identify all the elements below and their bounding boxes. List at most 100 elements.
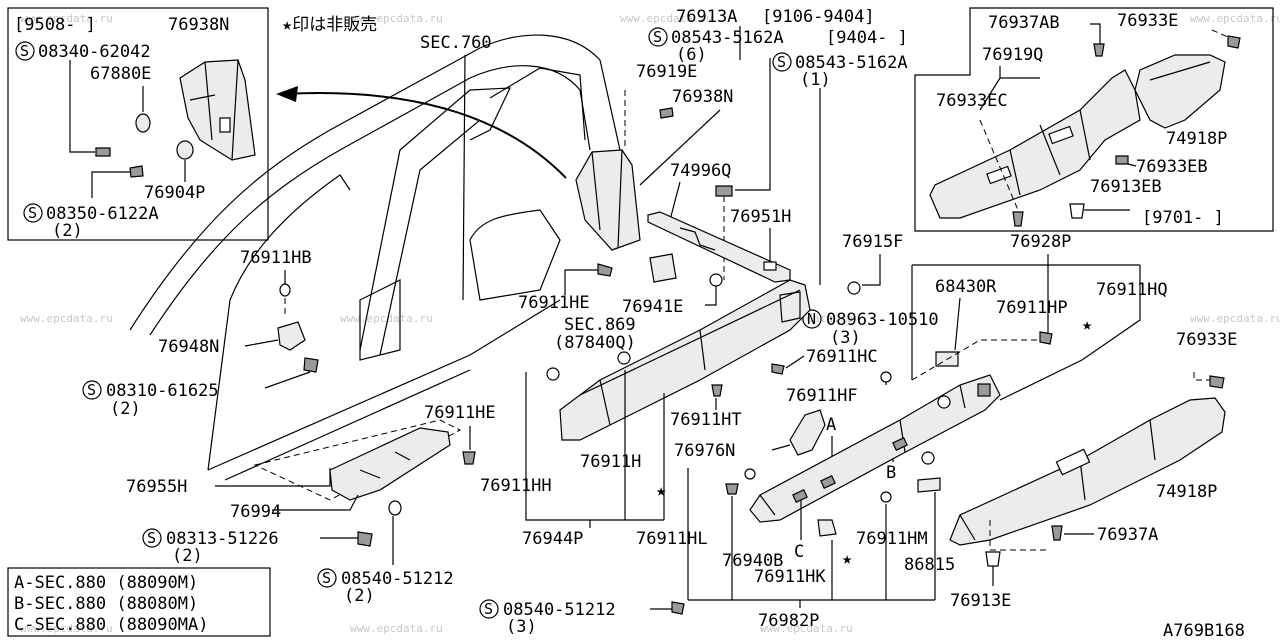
qty-08350: (2) (52, 221, 83, 241)
detail-arrow (283, 92, 567, 179)
clip-drawing (617, 351, 631, 365)
label-74918P-inset: 74918P (1166, 129, 1227, 149)
leader-76911HQ (999, 310, 1141, 401)
watermark: www.epcdata.ru (1190, 12, 1280, 25)
leader-76941E (705, 286, 717, 306)
bracket-76941E-drawing (649, 253, 677, 283)
clip-76911HF-drawing (880, 371, 892, 383)
watermark: www.epcdata.ru (760, 622, 853, 635)
label-76911HP: 76911HP (996, 298, 1068, 318)
label-76951H: 76951H (730, 207, 791, 227)
leader-76933E (1193, 372, 1210, 381)
leader-68430R (954, 297, 961, 351)
pillar-b-line (359, 87, 511, 351)
label-08350-6122A: 08350-6122A (46, 204, 159, 224)
bracket-detail-lines (189, 59, 239, 161)
screw-drawing-icon (129, 165, 144, 178)
label-76911HH: 76911HH (480, 476, 552, 496)
panel-vent (1055, 448, 1091, 476)
label-76928P: 76928P (1010, 232, 1071, 252)
sill-lower-line (224, 369, 471, 481)
pillar-trim-drawing (575, 149, 641, 251)
qty-08313: (2) (172, 546, 203, 566)
leader-76938N (639, 109, 721, 186)
watermark: www.epcdata.ru (350, 12, 443, 25)
label-76915F: 76915F (842, 232, 903, 252)
sill-vent (892, 437, 908, 451)
pillar-trim-detail (591, 149, 623, 249)
leader-76948N (244, 339, 279, 347)
leader-76933EB (1127, 163, 1137, 167)
label-sec869-ref: (87840Q) (554, 333, 636, 353)
label-76940B: 76940B (722, 551, 783, 571)
label-74996Q: 74996Q (670, 161, 731, 181)
quarter-window (489, 67, 586, 141)
screw-symbol-icon (142, 528, 162, 548)
kick-plate-detail (579, 289, 801, 426)
label-76911HF: 76911HF (786, 386, 858, 406)
inset-left-date: [9508- ] (14, 15, 96, 35)
screw-drawing-icon (771, 363, 785, 375)
clip-drawing (880, 491, 892, 503)
leader-08543-top (735, 58, 771, 191)
cover-detail (1149, 61, 1211, 81)
screw-symbol-letter: S (28, 204, 37, 222)
label-76937A: 76937A (1097, 525, 1158, 545)
leader-76933EC (979, 119, 1019, 211)
screw-drawing-icon (1039, 331, 1053, 345)
label-74918P: 74918P (1156, 482, 1217, 502)
screw-drawing-icon (1209, 375, 1225, 389)
label-76913EB: 76913EB (1090, 177, 1162, 197)
star-mark-icon: ★ (842, 549, 852, 569)
section-legend-b: B-SEC.880 (88080M) (14, 594, 198, 614)
clip-76911HB-drawing (279, 283, 291, 297)
leader-08350 (91, 171, 130, 198)
leader-76937AB (1090, 23, 1101, 44)
watermark: www.epcdata.ru (620, 12, 713, 25)
label-76941E: 76941E (622, 297, 683, 317)
clip-76913E-drawing (985, 551, 1001, 567)
star-mark-icon: ★ (1082, 315, 1092, 335)
label-76938N-inset: 76938N (168, 15, 229, 35)
label-76911HE-b: 76911HE (424, 403, 496, 423)
bracket-detail (359, 451, 411, 479)
label-76933EB: 76933EB (1136, 157, 1208, 177)
label-76913A: 76913A (676, 7, 737, 27)
leader-76944P (525, 370, 665, 521)
section-legend-a: A-SEC.880 (88090M) (14, 573, 198, 593)
label-76913E: 76913E (950, 591, 1011, 611)
watermark: www.epcdata.ru (350, 622, 443, 635)
label-68430R: 68430R (935, 277, 997, 297)
label-76911HE-a: 76911HE (518, 293, 590, 313)
label-76919E: 76919E (636, 62, 697, 82)
screw-drawing-icon (1115, 155, 1129, 165)
label-76982P: 76982P (758, 611, 819, 631)
label-76911H: 76911H (580, 452, 641, 472)
screw-drawing-icon (1012, 211, 1024, 227)
section-legend-frame (7, 567, 271, 637)
screw-drawing-icon (462, 451, 476, 465)
label-08963-10510: 08963-10510 (826, 310, 939, 330)
watermark: www.epcdata.ru (340, 312, 433, 325)
section-legend-c: C-SEC.880 (88090MA) (14, 615, 208, 635)
screw-symbol-letter: S (20, 42, 29, 60)
nut-76904P-drawing (176, 140, 194, 160)
screw-symbol-icon (479, 599, 499, 619)
leader-08340 (69, 60, 95, 153)
callout-a: A (826, 415, 836, 435)
clip-67880E-drawing (135, 113, 151, 133)
label-86815: 86815 (904, 555, 955, 575)
clip-76951H-drawing (763, 261, 777, 271)
kick-plate-end (779, 291, 801, 323)
arrow-head-icon (276, 86, 298, 102)
qty-08540-b: (3) (506, 617, 537, 637)
watermark: www.epcdata.ru (20, 12, 113, 25)
guide-dash (253, 419, 462, 501)
trim-panel-slot (986, 165, 1012, 185)
clip-76913EB-drawing (1069, 203, 1085, 219)
label-67880E: 67880E (90, 64, 151, 84)
bracket-76955H-drawing (329, 427, 451, 501)
label-76938N: 76938N (672, 87, 733, 107)
rail-detail (679, 227, 716, 251)
